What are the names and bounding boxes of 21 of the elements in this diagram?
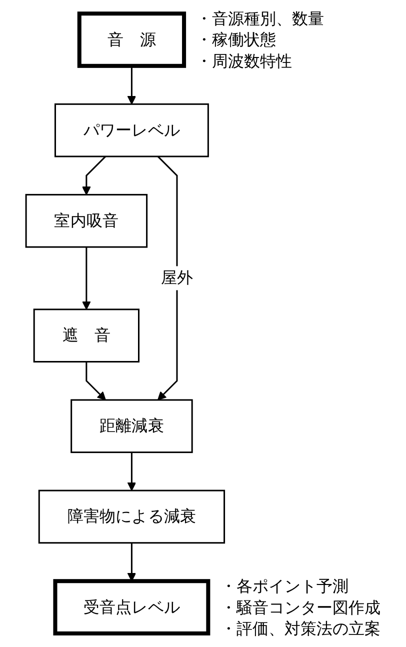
arrow — [128, 542, 136, 582]
process-box: 室内吸音 — [26, 194, 148, 248]
process-box: 音 源 — [78, 12, 186, 68]
note-text: ・騒音コンター図作成 — [220, 598, 381, 617]
arrow — [128, 66, 136, 105]
process-box: 障害物による減衰 — [38, 490, 226, 544]
arrow — [82, 247, 92, 310]
note-text: ・各ポイント予測 — [220, 576, 349, 596]
note-text: ・音源種別、数量 — [196, 9, 324, 28]
process-box: 距離減衰 — [70, 399, 194, 454]
process-box: パワーレベル — [54, 103, 210, 158]
note-text: ・評価、対策法の立案 — [220, 618, 381, 638]
note-text: ・周波数特性 — [196, 51, 292, 70]
arrow — [82, 156, 106, 196]
arrow — [86, 362, 106, 400]
note-text: ・稼働状態 — [196, 30, 276, 50]
process-box: 受音点レベル — [54, 579, 211, 636]
edge-label: 屋外 — [161, 266, 194, 290]
arrow — [128, 452, 136, 491]
arrow — [158, 156, 178, 400]
process-box: 遮 音 — [34, 308, 140, 362]
